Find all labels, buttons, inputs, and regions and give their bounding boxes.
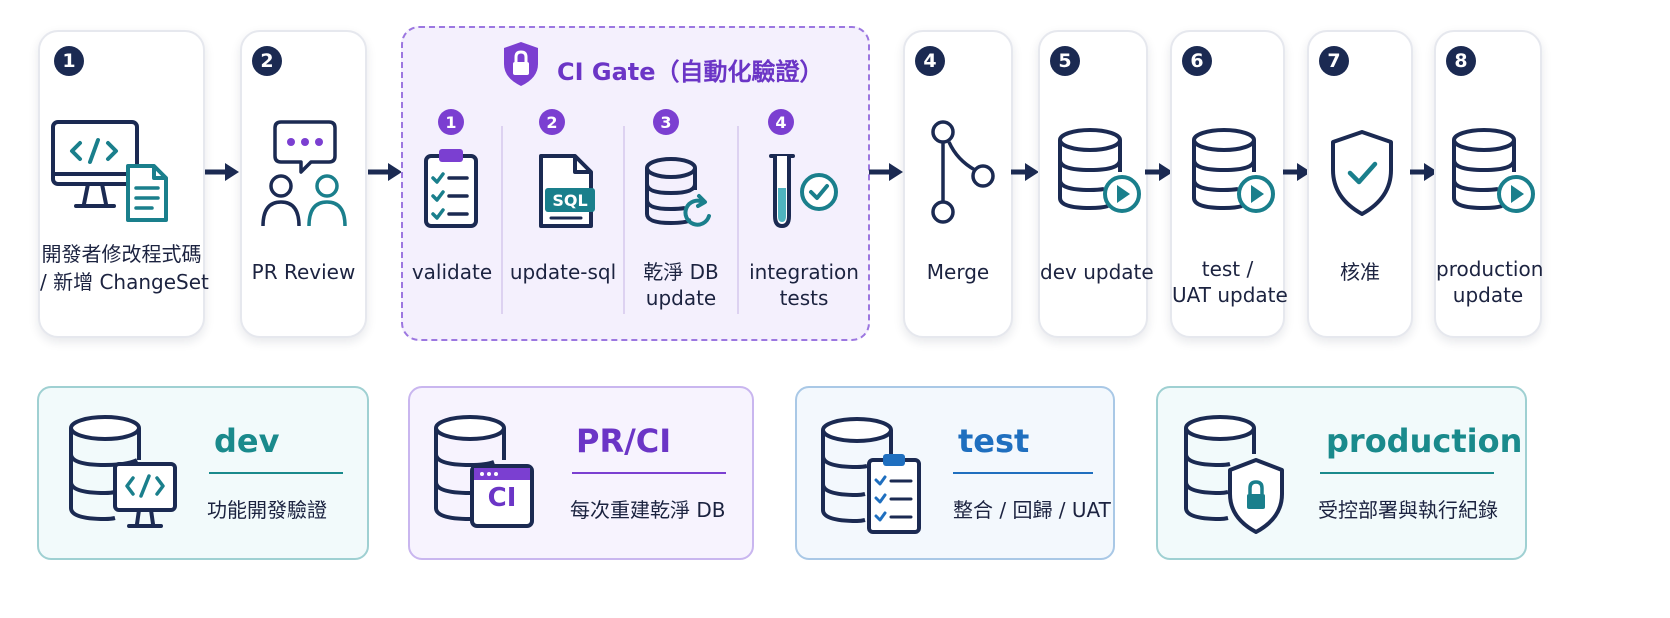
env-description-production: 受控部署與執行紀錄 xyxy=(1318,498,1498,522)
env-name-pr-ci: PR/CI xyxy=(576,422,672,460)
env-description-pr-ci: 每次重建乾淨 DB xyxy=(570,498,726,522)
env-name-dev: dev xyxy=(214,422,280,460)
git-merge-icon xyxy=(931,120,995,224)
step-number-badge: 4 xyxy=(915,46,945,76)
env-underline xyxy=(953,472,1093,474)
step-number-badge: 7 xyxy=(1319,46,1349,76)
step-card-8: 8 production update xyxy=(1434,30,1544,338)
env-card-production: production 受控部署與執行紀錄 xyxy=(1156,386,1527,560)
flow-arrow xyxy=(1011,163,1039,181)
gate-divider xyxy=(623,126,625,314)
step-card-1: 1 開發者修改程式碼 / 新增 ChangeSet xyxy=(38,30,209,338)
database-monitor-code-icon xyxy=(69,415,177,528)
substep-number-badge: 2 xyxy=(539,109,565,135)
flow-arrow xyxy=(368,163,402,181)
step-label-line2: UAT update xyxy=(1172,283,1288,307)
flow-arrow xyxy=(1145,163,1173,181)
ci-gate-container: CI Gate（自動化驗證） 1 validate 2 SQL update-s… xyxy=(401,26,870,341)
step-label-line1: test / xyxy=(1201,257,1254,281)
substep-label-line1: validate xyxy=(411,260,493,284)
flow-arrow xyxy=(869,163,903,181)
env-card-dev: dev 功能開發驗證 xyxy=(37,386,369,560)
substep-number-badge: 4 xyxy=(768,109,794,135)
step-label-line1: production xyxy=(1436,257,1544,281)
database-play-icon xyxy=(1452,128,1535,213)
step-number-badge: 8 xyxy=(1446,46,1476,76)
flow-arrow xyxy=(1283,163,1311,181)
env-name-production: production xyxy=(1326,422,1523,460)
people-chat-icon xyxy=(261,120,347,227)
step-number-badge: 1 xyxy=(54,46,84,76)
substep-label-line1: integration xyxy=(749,260,859,284)
shield-check-icon xyxy=(1331,130,1393,216)
substep-label-line1: update-sql xyxy=(509,260,617,284)
substep-label-line2: tests xyxy=(779,286,829,310)
ci-window-text: CI xyxy=(487,483,517,513)
substep-number-badge: 3 xyxy=(653,109,679,135)
database-clipboard-icon xyxy=(821,417,921,534)
env-description-dev: 功能開發驗證 xyxy=(207,498,327,522)
step-card-4: 4 Merge xyxy=(903,30,1013,338)
database-play-icon xyxy=(1192,128,1275,213)
clipboard-checklist-icon xyxy=(424,149,478,228)
step-label-line2: update xyxy=(1452,283,1524,307)
substep-number-badge: 1 xyxy=(438,109,464,135)
test-tube-check-icon xyxy=(769,154,838,229)
step-number-badge: 6 xyxy=(1182,46,1212,76)
env-card-test: test 整合 / 回歸 / UAT xyxy=(795,386,1115,560)
step-card-5: 5 dev update xyxy=(1038,30,1154,338)
env-card-pr-ci: CI PR/CI 每次重建乾淨 DB xyxy=(408,386,754,560)
env-underline xyxy=(1320,472,1494,474)
step-card-6: 6 test / UAT update xyxy=(1170,30,1288,338)
env-description-test: 整合 / 回歸 / UAT xyxy=(953,498,1111,522)
shield-lock-icon xyxy=(504,42,538,86)
step-number-badge: 5 xyxy=(1050,46,1080,76)
database-shield-lock-icon xyxy=(1184,415,1284,534)
step-label-line1: 核准 xyxy=(1340,260,1380,284)
sql-file-text: SQL xyxy=(552,191,588,210)
step-label-line1: dev update xyxy=(1040,260,1154,284)
step-card-2: 2 PR Review xyxy=(240,30,367,338)
gate-divider xyxy=(737,126,739,314)
flow-arrow xyxy=(205,163,239,181)
step-card-7: 7 核准 xyxy=(1307,30,1413,338)
substep-label-line1: 乾淨 DB xyxy=(643,260,719,284)
step-label-line1: Merge xyxy=(926,260,990,284)
env-underline xyxy=(209,472,343,474)
step-label-line1: 開發者修改程式碼 xyxy=(41,242,202,266)
step-number-badge: 2 xyxy=(252,46,282,76)
database-ci-window-icon xyxy=(434,415,534,528)
flow-arrow xyxy=(1410,163,1438,181)
database-refresh-icon xyxy=(645,157,711,227)
env-name-test: test xyxy=(958,422,1030,460)
monitor-code-document-icon xyxy=(51,120,168,222)
database-play-icon xyxy=(1058,128,1141,213)
substep-label-line2: update xyxy=(645,286,717,310)
env-underline xyxy=(572,472,726,474)
ci-gate-title: CI Gate（自動化驗證） xyxy=(557,58,824,86)
step-label-line2: / 新增 ChangeSet xyxy=(40,270,209,294)
sql-file-icon xyxy=(539,154,595,228)
gate-divider xyxy=(501,126,503,314)
step-label-line1: PR Review xyxy=(251,260,356,284)
